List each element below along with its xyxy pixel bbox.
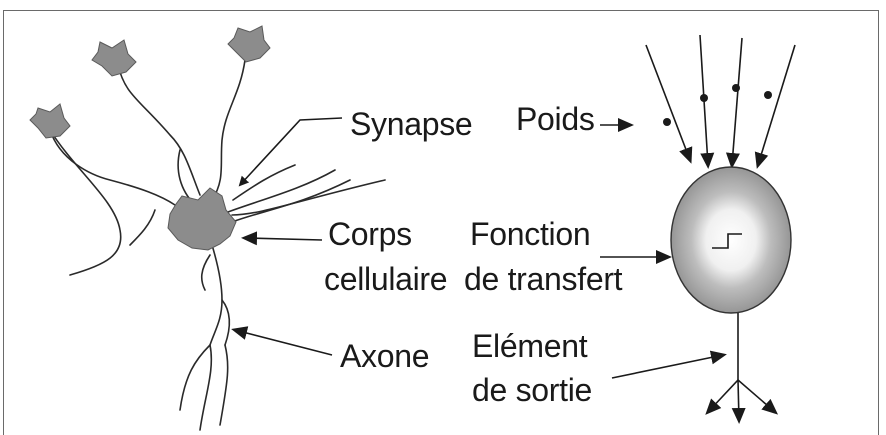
output-branch-2 xyxy=(738,380,739,420)
input-lines xyxy=(646,35,795,165)
bio-pointer-arrows xyxy=(235,118,342,355)
axone-arrow xyxy=(235,330,332,355)
corps-arrow xyxy=(245,238,322,240)
output-lines xyxy=(708,313,775,420)
output-branch-1 xyxy=(708,380,738,412)
label-corps: Corps xyxy=(328,218,412,250)
dendrite-cell-2 xyxy=(228,26,270,62)
dendrite-cells xyxy=(30,26,270,138)
label-de-sortie: de sortie xyxy=(472,374,592,406)
weight-dots xyxy=(663,84,772,126)
label-de-transfert: de transfert xyxy=(464,263,622,295)
input-line-1 xyxy=(646,45,690,160)
weight-dot-4 xyxy=(764,91,772,99)
dendrite-cell-1 xyxy=(92,40,136,76)
label-element: Elément xyxy=(472,330,587,362)
input-line-3 xyxy=(732,38,742,165)
label-fonction: Fonction xyxy=(470,218,590,250)
element-arrow xyxy=(612,355,723,378)
weight-dot-1 xyxy=(663,118,671,126)
neuron-node xyxy=(671,167,791,313)
cell-body xyxy=(168,188,236,250)
dendrite-cell-3 xyxy=(30,104,70,138)
weight-dot-3 xyxy=(732,84,740,92)
weight-dot-2 xyxy=(700,94,708,102)
label-synapse: Synapse xyxy=(350,108,472,140)
label-cellulaire: cellulaire xyxy=(324,263,447,295)
label-axone: Axone xyxy=(340,340,429,372)
input-line-4 xyxy=(758,45,795,165)
output-branch-3 xyxy=(738,380,775,412)
label-poids: Poids xyxy=(516,103,595,135)
